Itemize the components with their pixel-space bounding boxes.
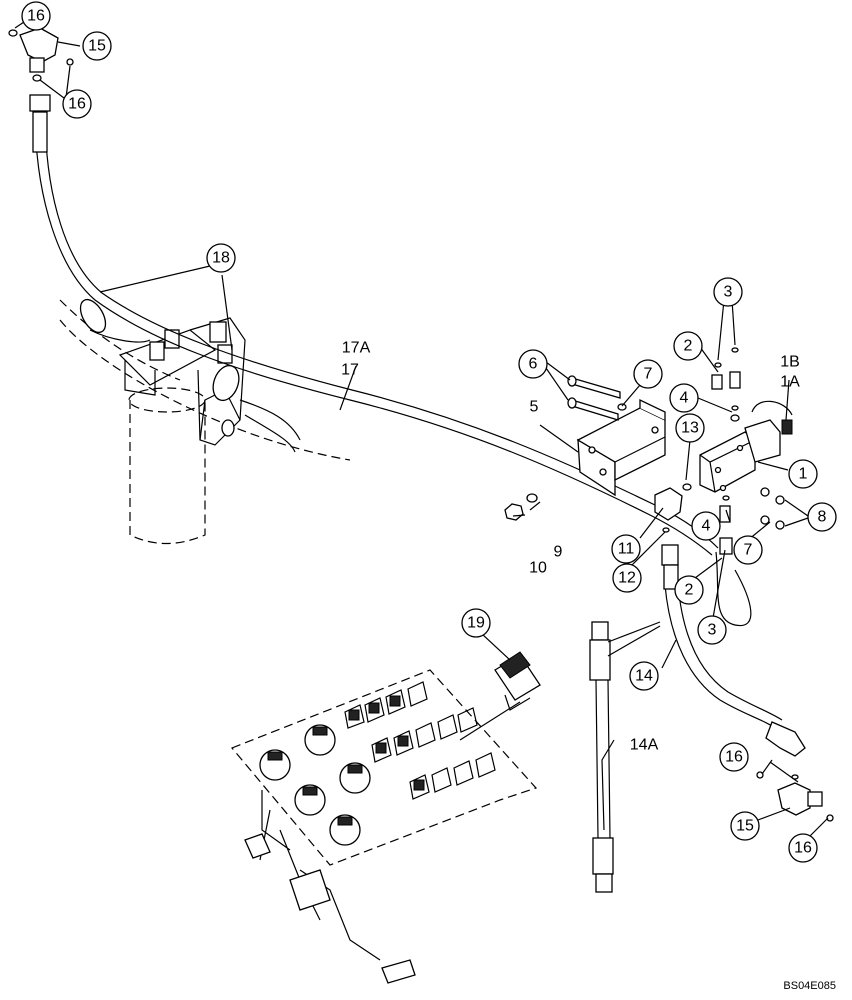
elbow-11 <box>654 483 692 533</box>
valve-block <box>699 400 793 493</box>
callout-4: 4 <box>680 390 689 407</box>
callout-7: 7 <box>744 542 753 559</box>
callouts: 16 15 16 18 3 2 6 7 4 13 1 8 7 4 11 12 2… <box>21 1 837 863</box>
callout-7: 7 <box>644 366 653 383</box>
hose-14 <box>661 544 806 757</box>
callout-19: 19 <box>467 615 485 632</box>
callout-1: 1 <box>799 466 808 483</box>
callout-4: 4 <box>702 518 711 535</box>
label-10: 10 <box>529 560 547 577</box>
hose-14a <box>589 621 614 893</box>
fittings-2-3-4 <box>711 347 785 555</box>
elbow-fitting-bottom <box>756 771 834 822</box>
callout-14: 14 <box>635 668 653 685</box>
switch-panel <box>231 669 538 984</box>
elbow-fitting-top <box>8 27 74 82</box>
filter-assembly <box>59 298 351 544</box>
callout-16: 16 <box>794 840 812 857</box>
leader-lines <box>14 17 829 839</box>
callout-8: 8 <box>818 509 827 526</box>
label-1a: 1A <box>780 374 800 391</box>
callout-6: 6 <box>529 356 538 373</box>
callout-13: 13 <box>681 420 699 437</box>
label-17a: 17A <box>342 340 371 357</box>
label-9: 9 <box>554 544 563 561</box>
label-1b: 1B <box>780 354 800 371</box>
mounting-bracket <box>576 398 666 497</box>
label-17: 17 <box>341 362 359 379</box>
labels: 17A 17 1B 1A 5 9 10 14A BS04E085 <box>341 340 836 993</box>
callout-12: 12 <box>618 570 636 587</box>
nut-10-washer-9 <box>504 493 538 521</box>
label-14a: 14A <box>630 737 659 754</box>
callout-15: 15 <box>736 818 754 835</box>
bolts-6 <box>567 375 627 421</box>
callout-2: 2 <box>685 582 694 599</box>
switch-19 <box>494 651 541 711</box>
callout-18: 18 <box>212 250 230 267</box>
label-5: 5 <box>530 399 539 416</box>
figure-code: BS04E085 <box>783 980 836 992</box>
callout-3: 3 <box>708 622 717 639</box>
callout-2: 2 <box>684 338 693 355</box>
callout-16: 16 <box>725 749 743 766</box>
callout-16: 16 <box>27 8 45 25</box>
callout-3: 3 <box>724 284 733 301</box>
callout-11: 11 <box>618 541 635 558</box>
callout-16: 16 <box>68 96 86 113</box>
callout-15: 15 <box>88 38 106 55</box>
